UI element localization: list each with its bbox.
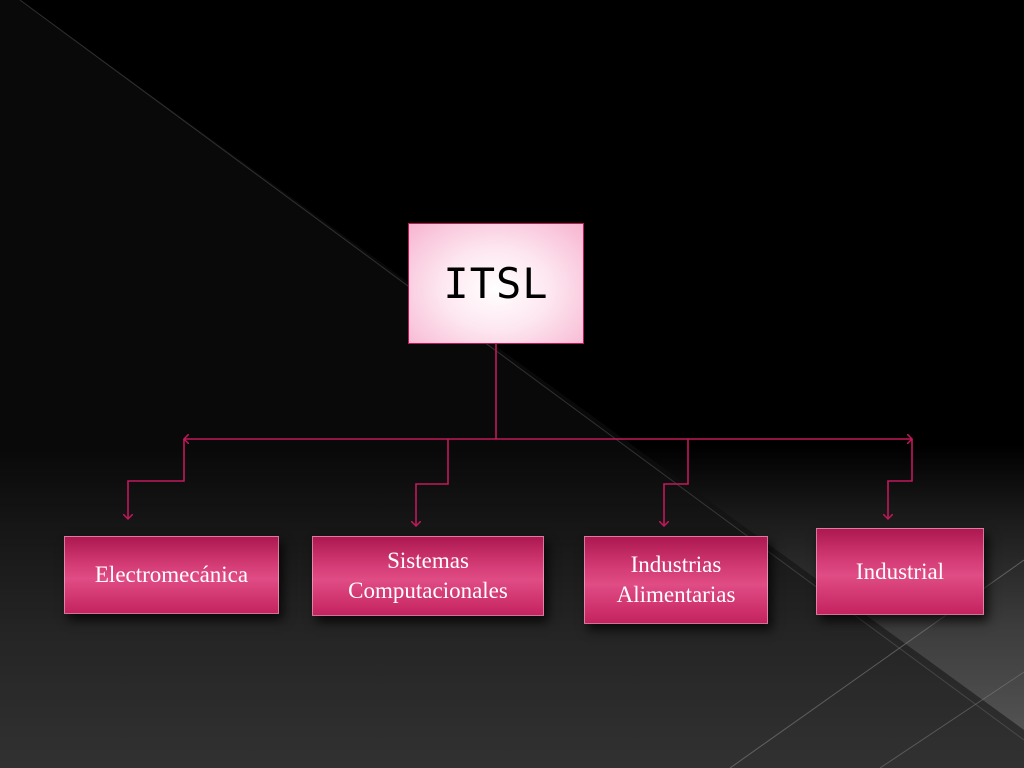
- connector-to-industrial: [888, 439, 913, 519]
- connector-to-electromecanica: [128, 439, 185, 519]
- node-label: Sistemas Computacionales: [348, 548, 508, 603]
- node-label: Industrial: [855, 558, 945, 584]
- background-line: [19, 0, 1024, 741]
- root-node-label: ITSL: [443, 259, 549, 308]
- node-label: Electromecánica: [94, 562, 249, 587]
- root-node: ITSL: [408, 223, 584, 344]
- node-electromecanica: Electromecánica: [64, 536, 279, 614]
- node-label: Industrias Alimentarias: [616, 552, 736, 607]
- node-sistemas-computacionales: Sistemas Computacionales: [312, 536, 544, 616]
- connector-to-sistemas: [416, 439, 449, 526]
- background-line: [879, 671, 1024, 768]
- node-industrial: Industrial: [816, 528, 984, 615]
- node-industrias-alimentarias: Industrias Alimentarias: [584, 536, 768, 624]
- connector-to-industrias: [664, 439, 689, 526]
